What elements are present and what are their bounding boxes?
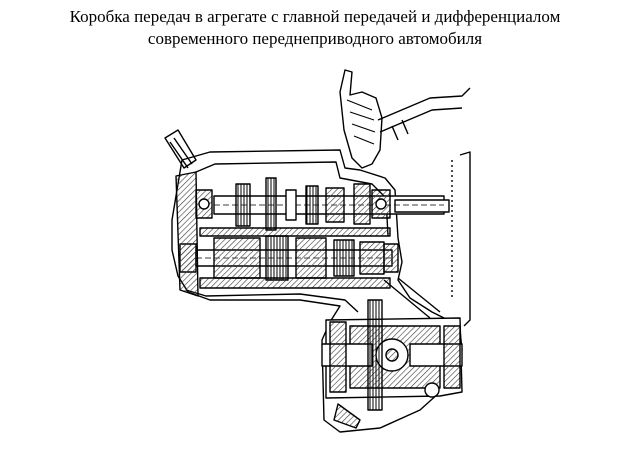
synchro-hub (325, 187, 345, 223)
caption-line-2: современного переднеприводного автомобил… (147, 29, 483, 48)
left-shift-lever (164, 129, 197, 169)
caption-line-1: Коробка передач в агрегате с главной пер… (69, 7, 561, 26)
shift-mechanism-tower (339, 69, 383, 169)
gear-1 (235, 183, 251, 227)
gear-3 (285, 189, 297, 221)
bearing-right-lower (383, 243, 399, 273)
figure-caption: Коробка передач в агрегате с главной пер… (0, 6, 630, 50)
gear-2 (265, 177, 277, 231)
clutch-housing-edge (459, 151, 471, 327)
shift-rod (377, 87, 471, 133)
final-drive-gear (367, 299, 383, 411)
left-end-cover (175, 171, 199, 297)
gear-4 (305, 185, 319, 225)
